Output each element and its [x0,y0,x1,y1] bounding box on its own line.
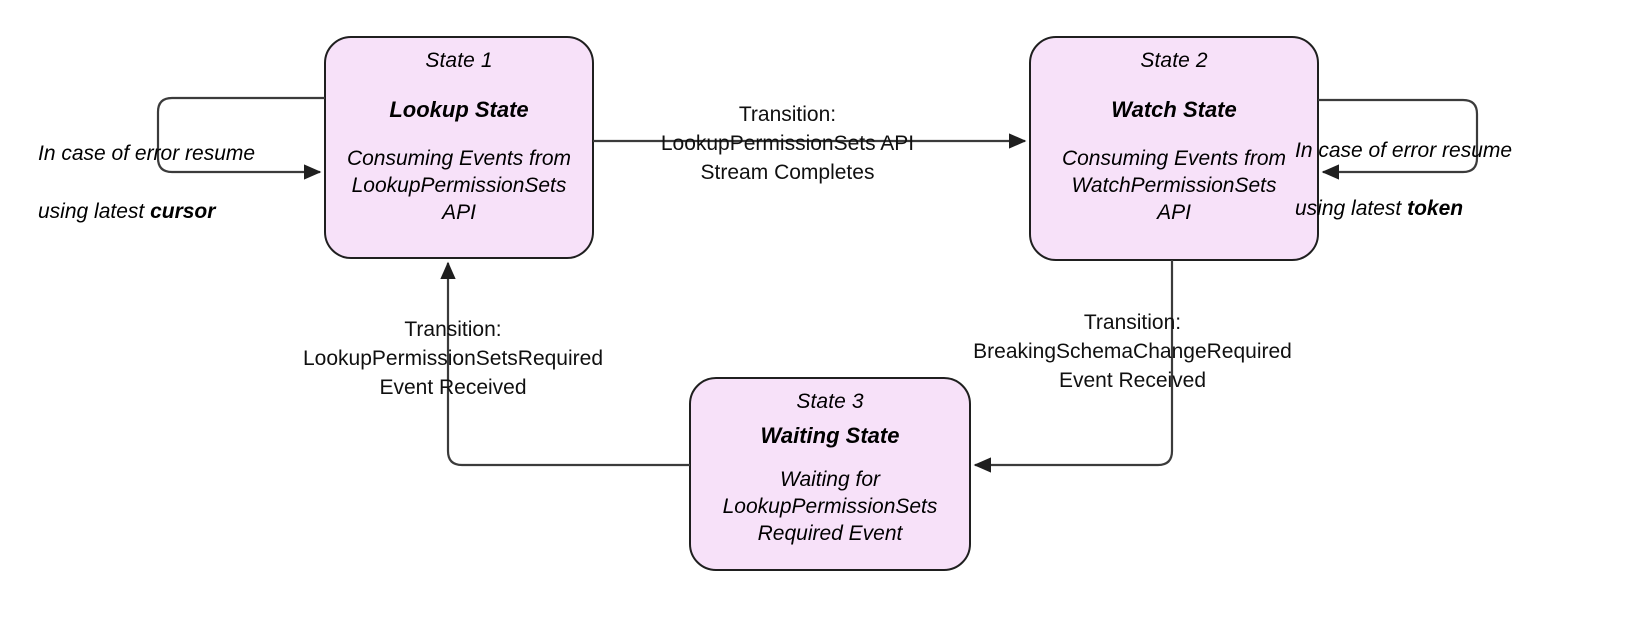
state-3-index: State 3 [796,390,864,413]
state-box-1[interactable] [324,36,594,259]
note-lookup-error-line1: In case of error resume [38,142,256,165]
state-1-description: Consuming Events from LookupPermissionSe… [346,147,572,224]
note-watch-error-line2-prefix: using latest [1295,197,1408,220]
state-1-index: State 1 [425,49,493,72]
state-3-description: Waiting for LookupPermissionSets Require… [722,468,938,545]
note-lookup-error-emphasis: cursor [150,200,216,223]
state-3[interactable]: State 3 Waiting State Waiting for Lookup… [690,378,970,570]
state-2-index: State 2 [1140,49,1208,72]
state-box-3[interactable] [689,377,971,571]
state-2-description: Consuming Events from WatchPermissionSet… [1061,147,1287,224]
state-2[interactable]: State 2 Watch State Consuming Events fro… [1030,37,1318,260]
note-lookup-error: In case of error resume using latest cur… [38,110,288,226]
state-1[interactable]: State 1 Lookup State Consuming Events fr… [325,37,593,258]
transition-label-state1-to-state2: Transition: LookupPermissionSets API Str… [660,103,915,184]
state-box-2[interactable] [1029,36,1319,261]
state-1-title: Lookup State [389,97,529,122]
note-lookup-error-line2-prefix: using latest [38,200,151,223]
edge-watch-self-loop [1318,98,1479,180]
edge-state2-to-state3 [973,260,1174,473]
edge-lookup-self-loop [156,96,325,180]
state-2-title: Watch State [1111,97,1237,122]
note-watch-error: In case of error resume using latest tok… [1295,107,1545,223]
state-3-title: Waiting State [760,423,900,448]
transition-label-state3-to-state1: Transition: LookupPermissionSetsRequired… [303,318,603,399]
transition-label-state2-to-state3: Transition: BreakingSchemaChangeRequired… [973,311,1292,392]
edge-state3-to-state1 [440,261,690,467]
note-watch-error-line1: In case of error resume [1295,139,1513,162]
note-watch-error-emphasis: token [1407,197,1464,220]
